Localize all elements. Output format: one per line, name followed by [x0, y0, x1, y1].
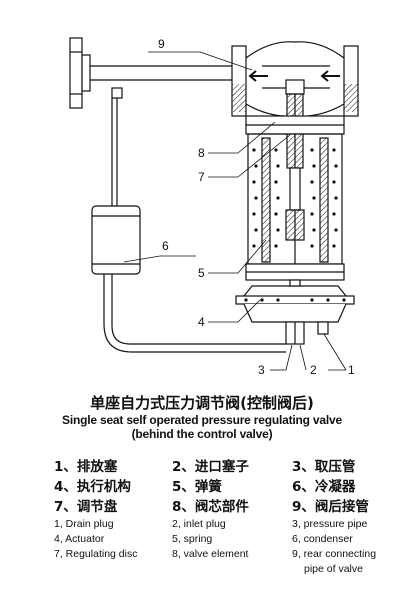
legend-en-item: pipe of valve — [304, 563, 363, 575]
legend-en-item: 6, condenser — [292, 533, 353, 545]
legend-cn-item: 1、排放塞 — [54, 459, 118, 475]
legend-cn-item: 4、执行机构 — [54, 479, 131, 495]
legend-en-item: 9, rear connecting — [292, 548, 377, 560]
legend-cn-item: 2、进口塞子 — [172, 459, 249, 475]
legend-en-column-2: 2, inlet plug 5, spring 8, valve element — [172, 517, 248, 562]
legend-cn-item: 7、调节盘 — [54, 499, 118, 515]
callout-8: 8 — [198, 146, 205, 160]
legend-en-item: 5, spring — [172, 533, 213, 545]
legend-en-item: 8, valve element — [172, 548, 249, 560]
callout-2: 2 — [310, 363, 317, 377]
legend-en-item: 4, Actuator — [54, 533, 105, 545]
rear-connecting-pipe — [69, 37, 232, 109]
legend-cn-column-1: 1、排放塞 4、执行机构 7、调节盘 — [54, 455, 131, 515]
legend-cn-item: 6、冷凝器 — [292, 479, 356, 495]
legend-cn-item: 5、弹簧 — [172, 479, 222, 495]
legend-cn-column-3: 3、取压管 6、冷凝器 9、阀后接管 — [292, 455, 369, 515]
legend-cn-item: 8、阀芯部件 — [172, 499, 249, 515]
legend-en-item: 2, inlet plug — [172, 518, 226, 530]
legend-en-column-3: 3, pressure pipe 6, condenser 9, rear co… — [292, 517, 376, 577]
pressure-pipe — [103, 87, 286, 353]
legend-cn-column-2: 2、进口塞子 5、弹簧 8、阀芯部件 — [172, 455, 249, 515]
leader-lines — [123, 51, 347, 371]
valve-diagram: 1 2 3 4 5 6 7 8 9 — [69, 37, 359, 377]
callout-6: 6 — [162, 239, 169, 253]
callout-1: 1 — [348, 363, 355, 377]
spring — [252, 148, 338, 248]
spring-housing — [245, 115, 345, 281]
legend-cn-item: 9、阀后接管 — [292, 499, 369, 515]
callout-4: 4 — [198, 315, 205, 329]
title-english-line1: Single seat self operated pressure regul… — [62, 413, 342, 427]
legend-en-item: 1, Drain plug — [54, 518, 114, 530]
callout-5: 5 — [198, 266, 205, 280]
callout-7: 7 — [198, 170, 205, 184]
legend-en-item: 3, pressure pipe — [292, 518, 368, 530]
condenser — [91, 205, 141, 275]
legend-en-column-1: 1, Drain plug 4, Actuator 7, Regulating … — [54, 517, 137, 562]
title-english-line2: (behind the control valve) — [131, 427, 273, 441]
title-chinese: 单座自力式压力调节阀(控制阀后) — [90, 394, 314, 412]
legend-cn-item: 3、取压管 — [292, 459, 356, 475]
callout-3: 3 — [258, 363, 265, 377]
legend-en-item: 7, Regulating disc — [54, 548, 138, 560]
callout-9: 9 — [158, 37, 165, 51]
actuator — [235, 279, 355, 345]
